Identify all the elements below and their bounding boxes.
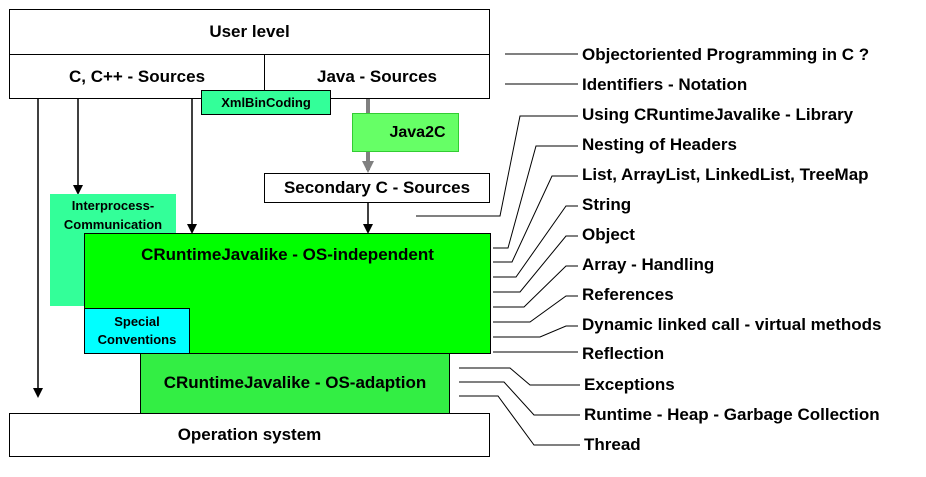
topic-label: Dynamic linked call - virtual methods: [582, 315, 882, 334]
java2c-label: Java2C: [389, 123, 446, 141]
topic-line-5: [493, 175, 578, 263]
topic-label: Exceptions: [584, 375, 675, 394]
secondary-c-sources-box: Secondary C - Sources: [264, 173, 490, 203]
topic-line-10: [493, 325, 578, 338]
topic-label: Thread: [584, 435, 641, 454]
c-sources-label: C, C++ - Sources: [68, 66, 206, 86]
topic-line-7: [493, 235, 578, 293]
crt-os-independent-label: CRuntimeJavalike - OS-independent: [141, 245, 434, 264]
topic-label: Identifiers - Notation: [582, 75, 748, 94]
topic-label: List, ArrayList, LinkedList, TreeMap: [582, 165, 869, 184]
user-level-label: User level: [209, 22, 290, 41]
topic-label: String: [582, 195, 632, 214]
topic-line-14: [459, 395, 580, 446]
java-sources-label: Java - Sources: [316, 66, 437, 86]
topic-label: Runtime - Heap - Garbage Collection: [584, 405, 880, 424]
topic-label: Objectoriented Programming in C ?: [582, 45, 870, 64]
topic-line-3: [416, 115, 578, 217]
topic-line-6: [493, 205, 578, 278]
topic-line-13: [459, 381, 580, 416]
topic-label: Nesting of Headers: [582, 135, 737, 154]
topic-label: Object: [582, 225, 635, 244]
topic-line-4: [493, 145, 578, 249]
topic-label: Using CRuntimeJavalike - Library: [582, 105, 854, 124]
crt-os-adaption-box: CRuntimeJavalike - OS-adaption: [140, 353, 450, 414]
secondary-c-sources-label: Secondary C - Sources: [283, 178, 471, 197]
xmlbincoding-box: XmlBinCoding: [201, 90, 331, 115]
operation-system-box: Operation system: [9, 413, 490, 457]
topic-label: Reflection: [582, 344, 665, 363]
topic-line-8: [493, 265, 578, 308]
xmlbincoding-label: XmlBinCoding: [221, 95, 311, 110]
interprocess-label: Interprocess- Communication: [63, 198, 163, 232]
operation-system-label: Operation system: [177, 425, 322, 444]
topic-label: References: [582, 285, 674, 304]
topic-label: Array - Handling: [582, 255, 715, 274]
special-conventions-box: Special Conventions: [84, 308, 190, 354]
crt-os-adaption-label: CRuntimeJavalike - OS-adaption: [163, 373, 427, 392]
special-conventions-label: Special Conventions: [97, 314, 177, 347]
java2c-box: Java2C: [352, 113, 459, 152]
java-sources-box: Java - Sources: [264, 54, 490, 99]
topic-line-9: [493, 295, 578, 323]
user-level-box: User level: [9, 9, 490, 55]
topic-line-12: [459, 367, 580, 386]
